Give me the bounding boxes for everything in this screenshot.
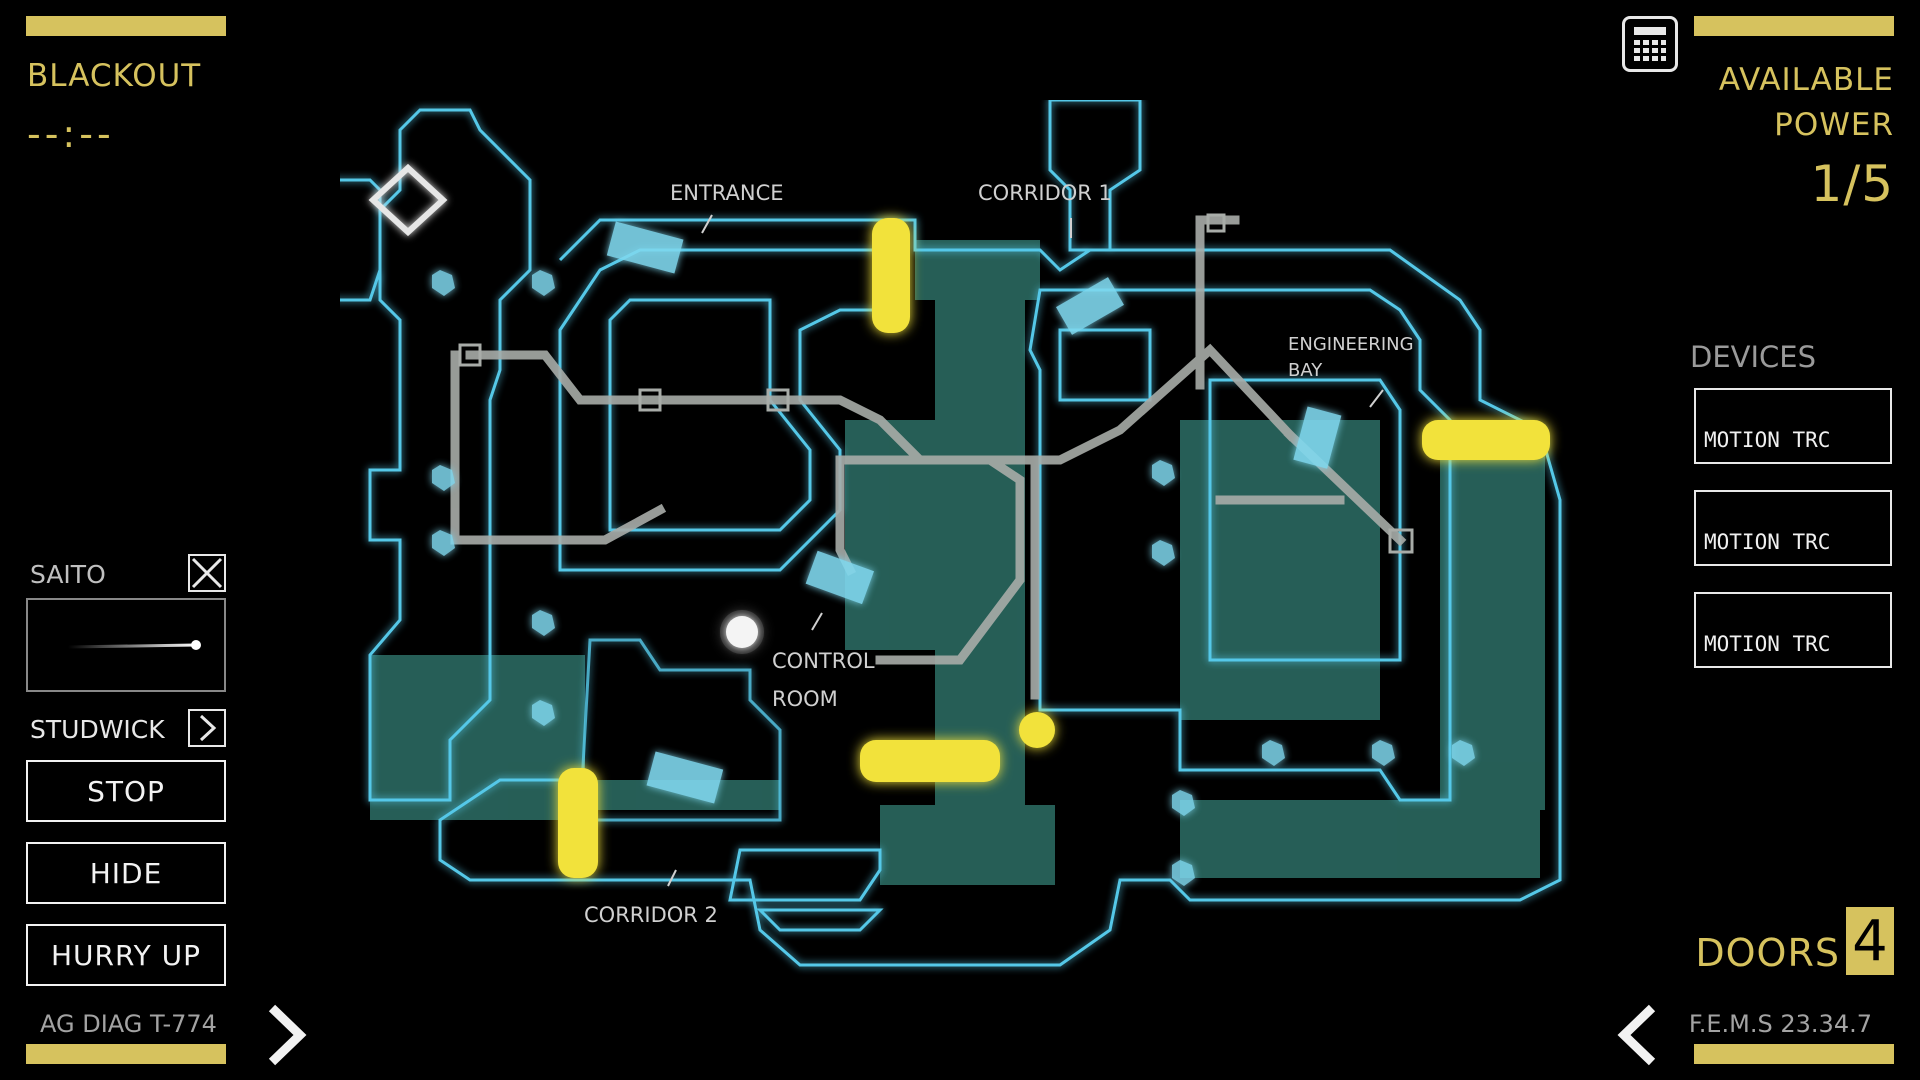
available-power-label: AVAILABLE POWER xyxy=(1634,58,1894,148)
doors-count: 4 xyxy=(1846,907,1894,975)
map-label-control-line-2: ROOM xyxy=(772,687,838,711)
station-map[interactable]: ENTRANCE CORRIDOR 1 ENGINEERING BAY CONT… xyxy=(340,100,1580,980)
device-label: MOTION TRC xyxy=(1704,632,1831,656)
saito-signal-monitor xyxy=(26,598,226,692)
vent-icons xyxy=(432,270,1475,886)
top-left-bar xyxy=(26,16,226,36)
map-label-control-line-1: CONTROL xyxy=(772,649,875,673)
device-motion-tracker-1[interactable]: MOTION TRC xyxy=(1694,388,1892,464)
blackout-timer: --:-- xyxy=(27,112,115,156)
save-station-icon[interactable] xyxy=(368,163,448,237)
device-label: MOTION TRC xyxy=(1704,530,1831,554)
power-label-line-1: AVAILABLE xyxy=(1718,62,1894,98)
door-markers xyxy=(558,218,1550,878)
crew-saito-label: SAITO xyxy=(30,560,106,589)
camera-icons xyxy=(606,221,1342,804)
map-label-engineering-line-2: BAY xyxy=(1288,360,1323,381)
diag-code: AG DIAG T-774 xyxy=(40,1010,217,1038)
available-power-value: 1/5 xyxy=(1810,155,1894,213)
crew-studwick-label: STUDWICK xyxy=(30,715,165,744)
prev-arrow-button[interactable] xyxy=(1612,1000,1662,1070)
map-label-corridor1: CORRIDOR 1 xyxy=(978,181,1112,205)
next-arrow-button[interactable] xyxy=(262,1000,312,1070)
bottom-right-bar xyxy=(1694,1044,1894,1064)
blackout-title: BLACKOUT xyxy=(27,58,202,94)
route-lines xyxy=(450,215,1407,700)
fems-code: F.E.M.S 23.34.7 xyxy=(1688,1010,1872,1038)
device-motion-tracker-2[interactable]: MOTION TRC xyxy=(1694,490,1892,566)
close-icon[interactable] xyxy=(188,554,226,592)
label-pointers xyxy=(667,214,1384,887)
route-nodes xyxy=(458,213,1414,554)
chevron-right-icon[interactable] xyxy=(188,709,226,747)
stop-button[interactable]: STOP xyxy=(26,760,226,822)
device-motion-tracker-3[interactable]: MOTION TRC xyxy=(1694,592,1892,668)
objective-marker xyxy=(1019,712,1055,748)
player-position-marker xyxy=(720,610,764,654)
doors-label: DOORS xyxy=(1695,931,1840,975)
power-label-line-2: POWER xyxy=(1774,107,1894,143)
top-right-bar xyxy=(1694,16,1894,36)
devices-title: DEVICES xyxy=(1690,340,1817,374)
device-label: MOTION TRC xyxy=(1704,428,1831,452)
hide-button[interactable]: HIDE xyxy=(26,842,226,904)
map-label-engineering-line-1: ENGINEERING xyxy=(1288,334,1414,355)
calculator-icon[interactable] xyxy=(1622,16,1678,72)
doors-counter: DOORS 4 xyxy=(1695,907,1894,975)
hurry-up-button[interactable]: HURRY UP xyxy=(26,924,226,986)
bottom-left-bar xyxy=(26,1044,226,1064)
map-label-corridor2: CORRIDOR 2 xyxy=(584,903,718,927)
map-label-entrance: ENTRANCE xyxy=(670,181,784,205)
